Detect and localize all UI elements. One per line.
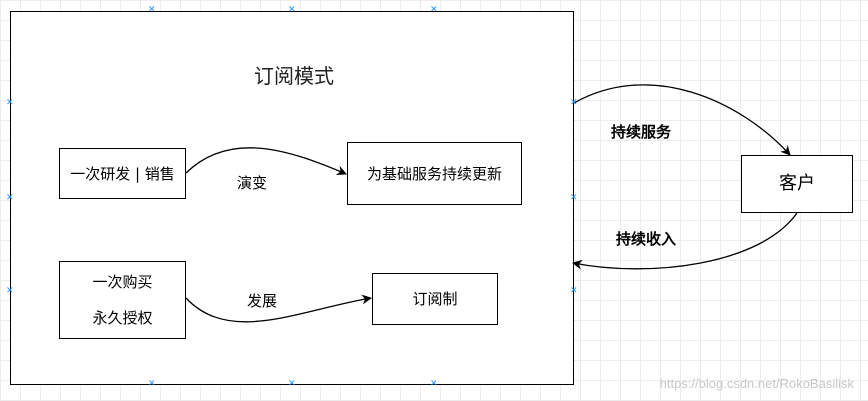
resize-handle-top-center-icon[interactable]: ✕ xyxy=(288,5,296,15)
node-label: 客户 xyxy=(779,173,815,195)
node-label: 订阅制 xyxy=(412,290,458,308)
edge-continuous-service xyxy=(573,84,791,156)
resize-handle-left-upper-icon[interactable]: ✕ xyxy=(6,98,14,108)
node-label: 为基础服务持续更新 xyxy=(366,164,502,183)
edge-label-continuous-income: 持续收入 xyxy=(616,230,677,248)
watermark: https://blog.csdn.net/RokoBasilisk xyxy=(659,376,854,391)
edge-continuous-income xyxy=(572,212,798,270)
node-label-line1: 一次购买 xyxy=(92,273,153,291)
resize-handle-left-mid-icon[interactable]: ✕ xyxy=(6,193,14,203)
edge-label-evolve: 演变 xyxy=(237,174,268,192)
node-one-time-dev-sales[interactable]: 一次研发 | 销售 xyxy=(59,148,186,199)
resize-handle-right-lower-icon[interactable]: ✕ xyxy=(570,286,578,296)
node-label-line2: 永久授权 xyxy=(92,309,153,327)
node-continuous-update[interactable]: 为基础服务持续更新 xyxy=(347,142,522,205)
resize-handle-bottom-left-icon[interactable]: ✕ xyxy=(148,379,156,389)
resize-handle-right-mid-icon[interactable]: ✕ xyxy=(570,193,578,203)
node-label: 一次研发 | 销售 xyxy=(70,164,175,183)
resize-handle-left-lower-icon[interactable]: ✕ xyxy=(6,286,14,296)
resize-handle-top-right-icon[interactable]: ✕ xyxy=(430,5,438,15)
edge-label-continuous-service: 持续服务 xyxy=(611,123,672,141)
resize-handle-top-left-icon[interactable]: ✕ xyxy=(148,5,156,15)
edge-label-develop: 发展 xyxy=(247,292,278,310)
diagram-title: 订阅模式 xyxy=(254,64,334,88)
node-customer[interactable]: 客户 xyxy=(741,155,853,213)
node-subscription[interactable]: 订阅制 xyxy=(372,273,498,325)
resize-handle-bottom-right-icon[interactable]: ✕ xyxy=(430,379,438,389)
resize-handle-bottom-center-icon[interactable]: ✕ xyxy=(288,379,296,389)
resize-handle-right-upper-icon[interactable]: ✕ xyxy=(570,98,578,108)
node-one-time-purchase[interactable]: 一次购买 永久授权 xyxy=(59,261,186,339)
